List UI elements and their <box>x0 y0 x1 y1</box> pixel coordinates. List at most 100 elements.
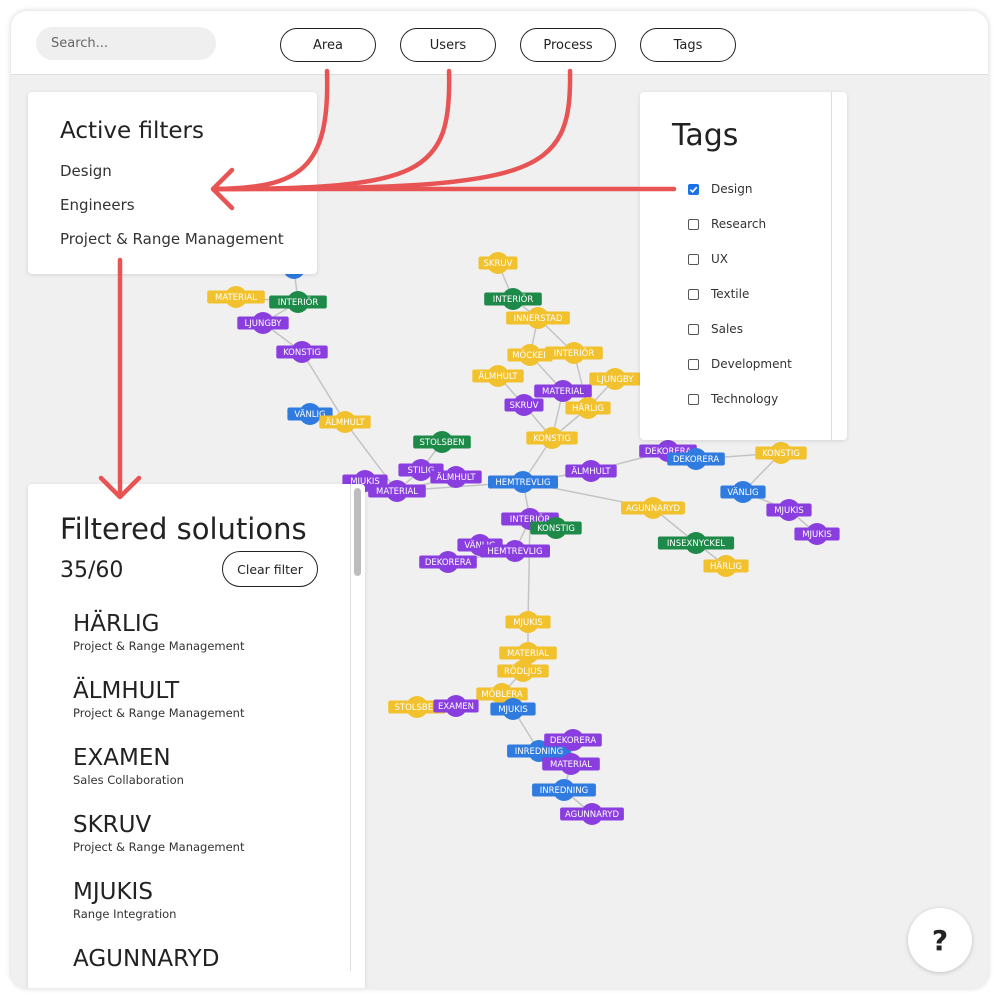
active-filter-item: Design <box>60 162 112 180</box>
active-filter-item: Project & Range Management <box>60 230 284 248</box>
graph-node[interactable]: KONSTIG <box>530 517 582 539</box>
checkbox-icon[interactable] <box>688 288 699 300</box>
graph-node[interactable]: STOLSBEN <box>388 696 446 718</box>
tag-option-design[interactable]: Design <box>688 182 752 196</box>
graph-node[interactable]: INTERIÖR <box>545 342 603 364</box>
tag-option-sales[interactable]: Sales <box>688 322 743 336</box>
graph-node-label: INTERIÖR <box>493 294 534 305</box>
tag-option-research[interactable]: Research <box>688 217 766 231</box>
checkbox-icon[interactable] <box>688 253 699 265</box>
search-input[interactable] <box>36 27 216 60</box>
graph-node[interactable]: INSEXNYCKEL <box>657 532 735 554</box>
graph-node-label-bg <box>565 401 611 415</box>
graph-node-label-bg <box>499 646 557 660</box>
graph-node[interactable]: AGUNNARYD <box>560 803 624 825</box>
graph-node-label: AGUNNARYD <box>626 504 681 514</box>
graph-node[interactable]: MATERIAL <box>542 753 600 775</box>
graph-node[interactable]: MJUKIS <box>505 611 551 633</box>
filter-users-button[interactable]: Users <box>400 28 496 62</box>
graph-node-label-bg <box>534 384 592 398</box>
graph-node[interactable]: SKRUV <box>504 394 544 416</box>
graph-node[interactable]: MATERIAL <box>534 380 592 402</box>
tag-option-technology[interactable]: Technology <box>688 392 778 406</box>
graph-node[interactable]: KONSTIG <box>276 341 328 363</box>
checkbox-icon[interactable] <box>688 218 699 230</box>
graph-node[interactable]: AGUNNARYD <box>621 497 685 519</box>
graph-node[interactable]: ÄLMHULT <box>319 411 371 433</box>
graph-node-label: MJUKIS <box>513 618 543 628</box>
clear-filter-button[interactable]: Clear filter <box>222 551 318 587</box>
solution-item[interactable]: EXAMEN Sales Collaboration <box>73 744 184 787</box>
graph-node[interactable]: KONSTIG <box>755 442 807 464</box>
graph-node[interactable]: HÄRLIG <box>565 397 611 419</box>
tags-scrollbar[interactable] <box>831 92 832 440</box>
graph-node-label-bg <box>419 555 477 569</box>
graph-node-label-bg <box>560 807 624 821</box>
solution-item[interactable]: AGUNNARYD <box>73 945 219 973</box>
solutions-scrollbar-thumb[interactable] <box>354 488 361 576</box>
graph-node[interactable]: MJUKIS <box>766 499 812 521</box>
solution-item[interactable]: HÄRLIG Project & Range Management <box>73 610 244 653</box>
solution-item[interactable]: ÄLMHULT Project & Range Management <box>73 677 244 720</box>
graph-node-label-bg <box>667 452 725 466</box>
graph-node-label-bg <box>388 700 446 714</box>
graph-node[interactable]: ÄLMHULT <box>472 365 524 387</box>
graph-node[interactable]: DEKORERA <box>544 729 602 751</box>
graph-node[interactable]: KONSTIG <box>526 427 578 449</box>
graph-node[interactable]: DEKORERA <box>667 448 725 470</box>
graph-node[interactable]: LJUNGBY <box>237 312 289 334</box>
graph-node-label-bg <box>433 699 479 713</box>
graph-node-label: RÖDLJUS <box>504 666 542 677</box>
graph-node[interactable]: MATERIAL <box>499 642 557 664</box>
graph-node[interactable]: INTERIÖR <box>484 288 542 310</box>
help-button[interactable]: ? <box>908 908 972 972</box>
tag-option-ux[interactable]: UX <box>688 252 728 266</box>
graph-node[interactable]: INREDNING <box>532 779 596 801</box>
tag-option-textile[interactable]: Textile <box>688 287 749 301</box>
filter-tags-button[interactable]: Tags <box>640 28 736 62</box>
filter-area-button[interactable]: Area <box>280 28 376 62</box>
filter-process-button[interactable]: Process <box>520 28 616 62</box>
graph-node[interactable]: LJUNGBY <box>589 368 641 390</box>
checkbox-icon[interactable] <box>688 323 699 335</box>
solution-name: ÄLMHULT <box>73 678 180 704</box>
graph-node-label: LJUNGBY <box>597 375 635 385</box>
graph-node-label-bg <box>532 783 596 797</box>
graph-node-label-bg <box>476 687 528 701</box>
graph-node-label: AGUNNARYD <box>565 810 620 820</box>
graph-node[interactable]: INNERSTAD <box>506 307 570 329</box>
graph-node[interactable]: ÄLMHULT <box>565 460 617 482</box>
graph-node[interactable]: MATERIAL <box>368 480 426 502</box>
graph-node[interactable]: INREDNING <box>507 740 571 762</box>
graph-node[interactable]: RÖDLJUS <box>497 660 549 682</box>
active-filter-item: Engineers <box>60 196 135 214</box>
checkbox-checked-icon[interactable] <box>688 183 699 195</box>
graph-node[interactable]: EXAMEN <box>433 695 479 717</box>
graph-node[interactable]: HÄRLIG <box>703 555 749 577</box>
graph-node[interactable]: INTERIÖR <box>269 291 327 313</box>
graph-node[interactable]: HEMTREVLIG <box>488 471 558 493</box>
tag-label: Textile <box>711 287 750 301</box>
graph-node[interactable]: HEMTREVLIG <box>480 540 550 562</box>
graph-node[interactable]: MÖCKEL <box>507 344 553 366</box>
tag-option-development[interactable]: Development <box>688 357 792 371</box>
graph-node[interactable]: STOLSBEN <box>413 431 471 453</box>
graph-node[interactable]: MJUKIS <box>490 698 536 720</box>
graph-node-label: STOLSBEN <box>420 438 465 448</box>
graph-node-label-bg <box>589 372 641 386</box>
graph-node-label-bg <box>526 431 578 445</box>
graph-node[interactable]: ÄLMHULT <box>430 466 482 488</box>
graph-node[interactable]: MATERIAL <box>207 286 265 308</box>
graph-node[interactable]: VÄNLIG <box>720 481 766 503</box>
graph-node[interactable]: MJUKIS <box>794 523 840 545</box>
checkbox-icon[interactable] <box>688 358 699 370</box>
graph-node[interactable]: SKRUV <box>478 252 518 274</box>
solution-item[interactable]: SKRUV Project & Range Management <box>73 811 244 854</box>
solution-item[interactable]: MJUKIS Range Integration <box>73 878 176 921</box>
graph-node-label: DEKORERA <box>550 736 597 746</box>
checkbox-icon[interactable] <box>688 393 699 405</box>
graph-node[interactable]: DEKORERA <box>419 551 477 573</box>
